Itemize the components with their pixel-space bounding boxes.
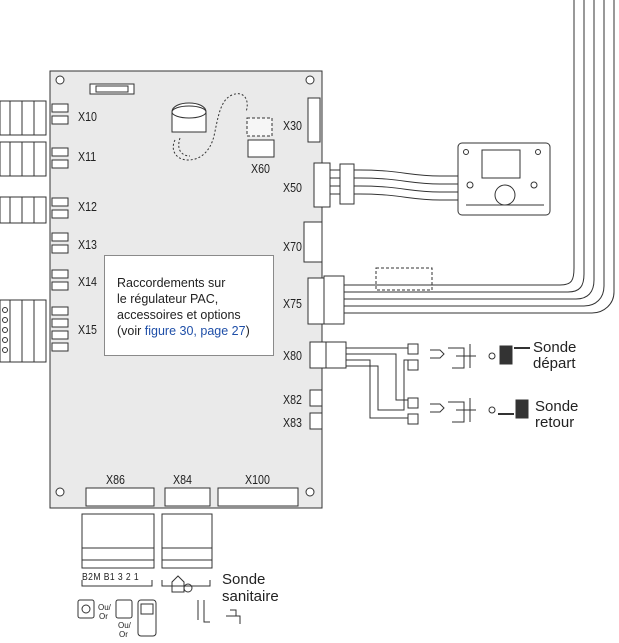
or-label-4: Or [119,630,128,639]
figure-reference-link[interactable]: figure 30, page 27 [144,324,246,338]
left-terminal-x15 [0,299,47,363]
sensor-depart-line1: Sonde [533,339,577,356]
left-terminal-x12 [0,196,47,224]
coil-component [171,93,248,161]
note-line-1: Raccordements sur [117,276,226,290]
connector-label-x50: X50 [283,180,302,195]
connector-label-x84: X84 [173,472,192,487]
left-terminal-x11 [0,141,47,177]
note-line-4: (voir figure 30, page 27) [117,323,273,339]
connector-label-x30: X30 [283,118,302,133]
connector-label-x82: X82 [283,392,302,407]
connector-label-x80: X80 [283,348,302,363]
x84-bracket [161,580,211,587]
x100-header [217,487,299,507]
x75-filter [375,267,433,291]
connector-label-x70: X70 [283,239,302,254]
sensor-sanitaire-line1: Sonde [222,571,266,588]
x75-bus-wires [324,0,615,314]
or-label-3: Ou/ [118,621,131,630]
x86-header [85,487,155,507]
x50-header [313,162,331,208]
connector-label-x60: X60 [251,161,270,176]
terminal-block-x84 [161,513,213,569]
note-line-4-prefix: (voir [117,324,145,338]
connector-label-x83: X83 [283,415,302,430]
connector-label-x12: X12 [78,199,97,214]
sensor-retour-line1: Sonde [535,398,579,415]
x83-header [309,412,323,430]
bottom-devices [77,575,241,637]
terminal-block-x86 [81,513,155,569]
connector-label-x75: X75 [283,296,302,311]
x86-bracket [81,580,153,587]
x50-plug [339,163,355,205]
x80-plug [325,341,347,369]
connector-label-x14: X14 [78,274,97,289]
x84-header [164,487,211,507]
or-label-2: Or [99,612,108,621]
x60-block [247,139,275,158]
x75-plug [323,275,345,325]
connector-label-x100: X100 [245,472,270,487]
sensor-depart-line2: départ [533,355,576,372]
x80-header [309,341,327,369]
sensor-retour-line2: retour [535,414,575,431]
x75-header [307,277,325,325]
connector-label-x10: X10 [78,109,97,124]
x80-wires [346,347,408,419]
sensor-sanitaire-line2: sanitaire [222,588,279,605]
dashed-component [246,117,273,137]
connector-label-x11: X11 [78,149,97,164]
controller-display [457,142,551,216]
x82-header [309,389,323,407]
note-line-2: le régulateur PAC, [117,292,219,306]
retour-sensor-line [407,397,529,425]
depart-sensor-line [407,343,530,371]
or-label-1: Ou/ [98,603,111,612]
left-pin-headers [51,103,69,352]
x30-header [307,97,321,143]
connector-label-x13: X13 [78,237,97,252]
connections-note: Raccordements sur le régulateur PAC, acc… [104,255,274,356]
x86-pin-labels: B2M B1 3 2 1 [82,571,140,583]
connector-label-x15: X15 [78,322,97,337]
left-terminal-x10 [0,100,47,136]
connector-label-x86: X86 [106,472,125,487]
x50-cable [330,169,460,201]
note-line-3: accessoires et options [117,308,241,322]
note-line-4-suffix: ) [245,324,250,338]
x70-header [303,221,323,263]
